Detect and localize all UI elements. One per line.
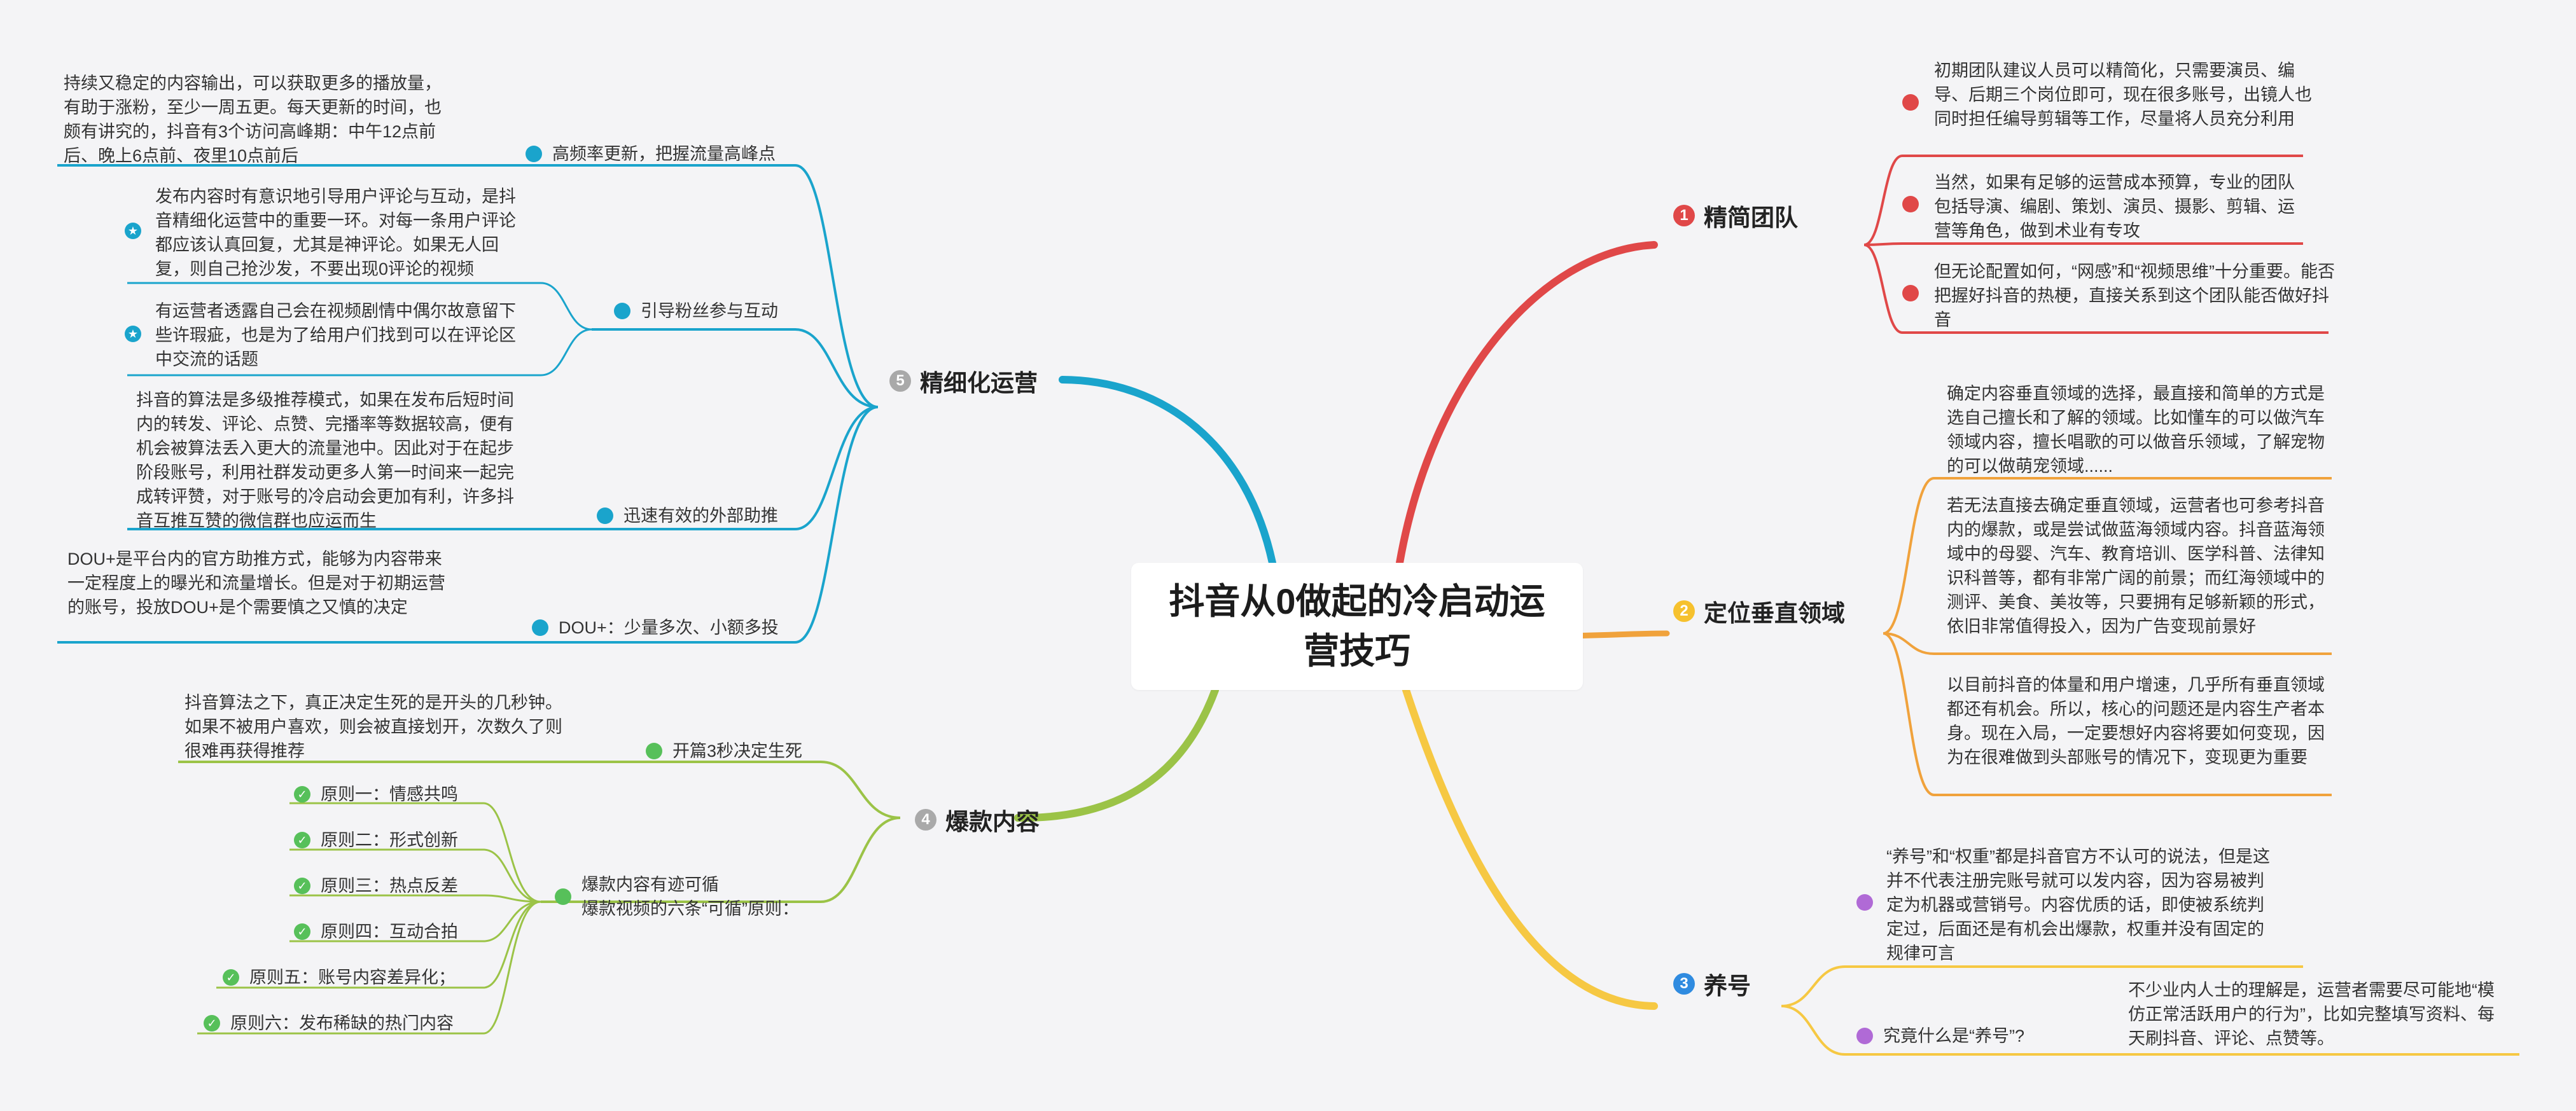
bullet-dot (1902, 94, 1919, 111)
bullet-dot (614, 303, 630, 319)
central-topic-title: 抖音从0做起的冷启动运营技巧 (1169, 581, 1545, 671)
branch-ops[interactable]: 5 精细化运营 (889, 364, 1038, 398)
ops-ext-label: 迅速有效的外部助推 (623, 506, 778, 525)
yang-note-1: “养号”和“权重”都是抖音官方不认可的说法，但是这并不代表注册完账号就可以发内容… (1886, 847, 2270, 963)
ops-guide-label: 引导粉丝参与互动 (641, 301, 778, 321)
hit-open[interactable]: 开篇3秒决定生死 (646, 739, 802, 763)
check-icon: ✓ (223, 969, 239, 986)
branch-hit[interactable]: 4 爆款内容 (915, 803, 1040, 837)
branch-number-4: 4 (915, 809, 936, 831)
ops-guide[interactable]: 引导粉丝参与互动 (614, 299, 778, 323)
vertical-note-3: 以目前抖音的体量和用户增速，几乎所有垂直领域都还有机会。所以，核心的问题还是内容… (1947, 675, 2325, 767)
ops-dou-label: DOU+：少量多次、小额多投 (559, 618, 779, 637)
hit-rule-5[interactable]: ✓ 原则五：账号内容差异化； (223, 965, 456, 990)
rule-label: 原则一：情感共鸣 (321, 785, 458, 804)
ops-guide-note-1: 发布内容时有意识地引导用户评论与互动，是抖音精细化运营中的重要一环。对每一条用户… (155, 187, 516, 279)
branch-yang[interactable]: 3 养号 (1673, 967, 1751, 1001)
branch-link-3 (1402, 686, 1658, 1010)
hit-open-note: 抖音算法之下，真正决定生死的是开头的几秒钟。如果不被用户喜欢，则会被直接划开，次… (184, 693, 562, 761)
branch-vertical-label: 定位垂直领域 (1704, 600, 1845, 626)
bullet-dot (1902, 196, 1919, 212)
bullet-dot (532, 619, 548, 636)
ops-freq-note: 持续又稳定的内容输出，可以获取更多的播放量，有助于涨粉，至少一周五更。每天更新的… (64, 74, 442, 165)
ops-freq[interactable]: 高频率更新，把握流量高峰点 (526, 142, 776, 166)
team-note-2: 当然，如果有足够的运营成本预算，专业的团队包括导演、编剧、策划、演员、摄影、剪辑… (1934, 173, 2295, 240)
branch-link-5 (1059, 376, 1276, 567)
bullet-dot (1856, 1028, 1873, 1044)
bullet-dot (526, 146, 542, 162)
ops-freq-label: 高频率更新，把握流量高峰点 (552, 144, 776, 163)
team-note-1: 初期团队建议人员可以精简化，只需要演员、编导、后期三个岗位即可，现在很多账号，出… (1934, 61, 2312, 128)
bullet-dot (597, 507, 613, 524)
check-icon: ✓ (294, 832, 310, 848)
yang-question[interactable]: 究竟什么是“养号”? (1856, 1024, 2024, 1048)
central-topic[interactable]: 抖音从0做起的冷启动运营技巧 (1131, 563, 1583, 690)
vertical-note-2: 若无法直接去确定垂直领域，运营者也可参考抖音内的爆款，或是尝试做蓝海领域内容。抖… (1947, 496, 2325, 636)
ops-guide-note-2: 有运营者透露自己会在视频剧情中偶尔故意留下些许瑕疵，也是为了给用户们找到可以在评… (155, 301, 516, 369)
branch-team[interactable]: 1 精简团队 (1673, 198, 1798, 233)
team-note-3: 但无论配置如何，“网感”和“视频思维”十分重要。能否把握好抖音的热梗，直接关系到… (1934, 262, 2335, 329)
hit-rule-4[interactable]: ✓ 原则四：互动合拍 (294, 920, 458, 944)
branch-link-4 (1014, 686, 1219, 822)
branch-ops-label: 精细化运营 (920, 370, 1038, 396)
branch-yang-label: 养号 (1704, 973, 1751, 999)
hit-open-label: 开篇3秒决定生死 (672, 742, 803, 761)
ops-ext-note: 抖音的算法是多级推荐模式，如果在发布后短时间内的转发、评论、点赞、完播率等数据较… (136, 390, 514, 530)
vertical-note-1: 确定内容垂直领域的选择，最直接和简单的方式是选自己擅长和了解的领域。比如懂车的可… (1947, 384, 2325, 476)
bullet-dot (555, 888, 571, 905)
hit-rule-2[interactable]: ✓ 原则二：形式创新 (294, 828, 458, 852)
hit-rule-1[interactable]: ✓ 原则一：情感共鸣 (294, 782, 458, 806)
rule-label: 原则二：形式创新 (321, 831, 458, 850)
rule-label: 原则五：账号内容差异化； (249, 968, 456, 987)
star-icon: ★ (125, 223, 141, 239)
check-icon: ✓ (294, 878, 310, 894)
check-icon: ✓ (294, 923, 310, 940)
check-icon: ✓ (204, 1015, 220, 1032)
rule-label: 原则四：互动合拍 (321, 922, 458, 941)
check-icon: ✓ (294, 786, 310, 803)
branch-number-1: 1 (1673, 205, 1695, 226)
rule-label: 原则六：发布稀缺的热门内容 (230, 1014, 454, 1033)
branch-link-1 (1396, 241, 1658, 567)
branch-number-3: 3 (1673, 973, 1695, 995)
yang-question-label: 究竟什么是“养号”? (1883, 1026, 2024, 1045)
hit-rule-3[interactable]: ✓ 原则三：热点反差 (294, 874, 458, 898)
ops-dou[interactable]: DOU+：少量多次、小额多投 (532, 616, 779, 640)
hit-rule-6[interactable]: ✓ 原则六：发布稀缺的热门内容 (204, 1011, 454, 1035)
ops-dou-note: DOU+是平台内的官方助推方式，能够为内容带来一定程度上的曝光和流量增长。但是对… (67, 549, 445, 617)
ops-ext[interactable]: 迅速有效的外部助推 (597, 504, 778, 528)
branch-number-5: 5 (889, 370, 911, 392)
star-icon: ★ (125, 326, 141, 342)
rule-label: 原则三：热点反差 (321, 876, 458, 895)
branch-number-2: 2 (1673, 600, 1695, 622)
yang-note-2: 不少业内人士的理解是，运营者需要尽可能地“模仿正常活跃用户的行为”，比如完整填写… (2128, 981, 2495, 1048)
bullet-dot (1856, 894, 1873, 911)
bullet-dot (646, 743, 662, 759)
branch-hit-label: 爆款内容 (945, 809, 1040, 835)
branch-team-label: 精简团队 (1704, 205, 1798, 231)
hit-rules-line1: 爆款内容有迹可循 (581, 875, 719, 894)
hit-rules[interactable]: 爆款内容有迹可循 爆款视频的六条“可循”原则： (555, 873, 799, 921)
hit-rules-line2: 爆款视频的六条“可循”原则： (581, 899, 799, 918)
branch-vertical[interactable]: 2 定位垂直领域 (1673, 594, 1845, 628)
bullet-dot (1902, 285, 1919, 301)
